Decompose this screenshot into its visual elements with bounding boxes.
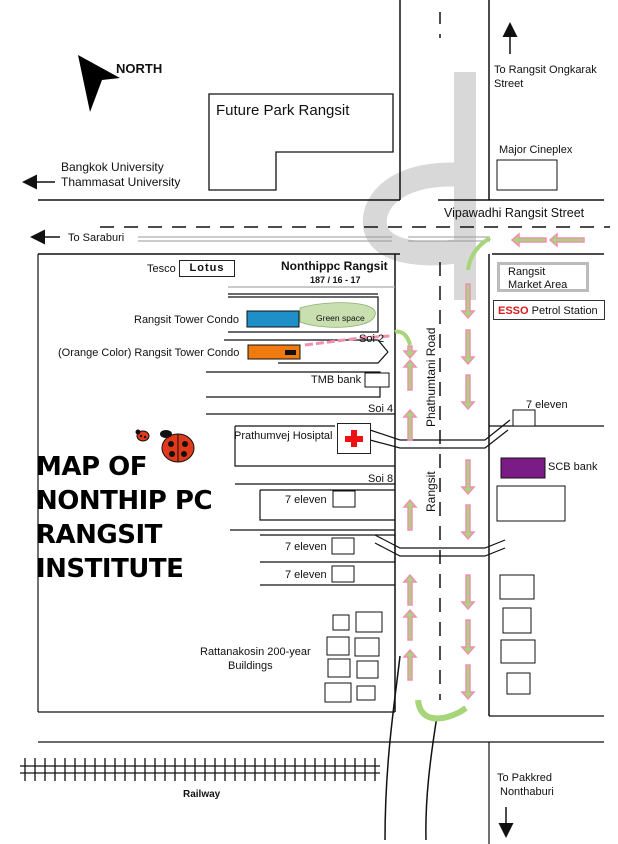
route-arrow <box>402 573 418 606</box>
bridges <box>369 419 511 557</box>
route-arrow <box>402 408 418 441</box>
route-arrow <box>402 648 418 681</box>
seven-eleven-label-1: 7 eleven <box>285 494 327 506</box>
rangsit-tower-condo-label: Rangsit Tower Condo <box>134 314 239 326</box>
prathumvej-label: Prathumvej Hosiptal <box>234 430 333 442</box>
bangkok-university-label: Bangkok University <box>61 160 164 174</box>
title-line-2: NONTHIP PC <box>36 486 213 516</box>
to-pakkred-label: To Pakkred <box>497 772 553 784</box>
vipawadhi-street <box>38 199 610 255</box>
route-arrow <box>460 459 476 496</box>
route-arrow <box>460 283 476 320</box>
seven-eleven-east-label: 7 eleven <box>526 399 568 411</box>
rangsit-tower-condo-orange <box>247 344 301 360</box>
direction-arrows <box>22 22 518 838</box>
rattanakosin-label-2: Buildings <box>228 660 273 672</box>
scb-bank-box <box>500 457 546 479</box>
title-line-3: RANGSIT <box>36 520 162 550</box>
seven-eleven-box-2 <box>331 537 355 555</box>
vipawadhi-label: Vipawadhi Rangsit Street <box>444 206 585 220</box>
soi8-label: Soi 8 <box>368 473 394 485</box>
route-arrow <box>402 608 418 641</box>
major-cineplex-label: Major Cineplex <box>499 144 573 156</box>
rangsit-road-label: Rangsit <box>424 471 438 512</box>
rangsit-market-label-2: Market Area <box>508 279 568 291</box>
east-building-5 <box>506 672 531 695</box>
seven-eleven-box-1 <box>332 490 356 508</box>
route-arrow <box>460 504 476 541</box>
railway-ties <box>24 758 376 781</box>
route-arrow <box>460 574 476 611</box>
orange-condo-label: (Orange Color) Rangsit Tower Condo <box>58 347 240 359</box>
compass-label: NORTH <box>116 61 163 76</box>
green-space-shape <box>299 302 376 328</box>
title-line-4: INSTITUTE <box>36 554 184 584</box>
future-park-building <box>208 93 394 191</box>
nonthippc-address-label: 187 / 16 - 17 <box>310 275 361 285</box>
east-building-4 <box>500 639 536 664</box>
esso-petrol-label: Petrol Station <box>531 305 598 317</box>
route-arrows <box>304 232 585 722</box>
to-rangsit-ongkarak-street-label: Street <box>494 78 524 90</box>
tesco-label: Tesco <box>147 263 176 275</box>
east-building-1 <box>496 485 566 522</box>
route-arrow <box>460 664 476 701</box>
flyover-loop <box>362 162 468 266</box>
flyover-shape <box>362 72 476 300</box>
future-park-label: Future Park Rangsit <box>216 102 350 119</box>
route-arrow <box>460 329 476 366</box>
east-side-lines <box>488 425 604 844</box>
green-space-label: Green space <box>316 313 365 323</box>
compass-arrow <box>78 55 120 112</box>
east-building-2 <box>499 574 535 600</box>
nonthippc-name-label: Nonthippc Rangsit <box>281 259 388 273</box>
route-arrow <box>460 619 476 656</box>
scb-bank-label: SCB bank <box>548 461 598 473</box>
west-side-sois <box>37 254 604 743</box>
esso-brand: ESSO <box>498 305 529 317</box>
tmb-bank-box <box>364 372 390 388</box>
rattanakosin-buildings <box>324 611 383 703</box>
lotus-logo: Lotus <box>179 260 235 277</box>
major-cineplex-box <box>496 159 558 191</box>
nonthaburi-label: Nonthaburi <box>500 786 554 798</box>
rangsit-market-box: Rangsit Market Area <box>497 262 589 292</box>
route-curve <box>394 329 412 346</box>
title-line-1: MAP OF <box>36 452 147 482</box>
route-arrow <box>460 374 476 411</box>
hospital-icon <box>337 423 371 454</box>
small-ladybug-icon <box>135 429 150 442</box>
route-arrow <box>402 358 418 391</box>
route-arrow <box>548 232 585 248</box>
median-strip <box>138 236 490 242</box>
ladybug-icon <box>160 430 195 463</box>
thammasat-university-label: Thammasat University <box>61 175 181 189</box>
east-building-3 <box>502 607 532 634</box>
railway-track <box>20 765 380 774</box>
route-uturn <box>415 699 468 722</box>
route-curve <box>466 236 492 271</box>
rangsit-market-label-1: Rangsit <box>508 266 546 278</box>
orange-condo-dark-mark <box>285 350 296 355</box>
tmb-bank-label: TMB bank <box>311 374 362 386</box>
route-arrow <box>402 498 418 531</box>
railway-label: Railway <box>183 789 221 800</box>
to-rangsit-ongkarak-label: To Rangsit Ongkarak <box>494 64 597 76</box>
route-line <box>304 334 391 347</box>
soi4-label: Soi 4 <box>368 403 394 415</box>
route-arrow <box>402 345 418 360</box>
seven-eleven-label-3: 7 eleven <box>285 569 327 581</box>
soi2-label: Soi 2 <box>359 333 385 345</box>
seven-eleven-box-3 <box>331 565 355 583</box>
seven-eleven-east-box <box>512 409 536 427</box>
phathumtani-road-label: Phathumtani Road <box>424 327 438 427</box>
route-arrow <box>510 232 547 248</box>
to-saraburi-label: To Saraburi <box>68 232 125 244</box>
seven-eleven-label-2: 7 eleven <box>285 541 327 553</box>
rangsit-tower-condo-blue <box>246 310 300 328</box>
esso-station-box: ESSO Petrol Station <box>493 300 605 320</box>
rattanakosin-label-1: Rattanakosin 200-year <box>200 646 311 658</box>
